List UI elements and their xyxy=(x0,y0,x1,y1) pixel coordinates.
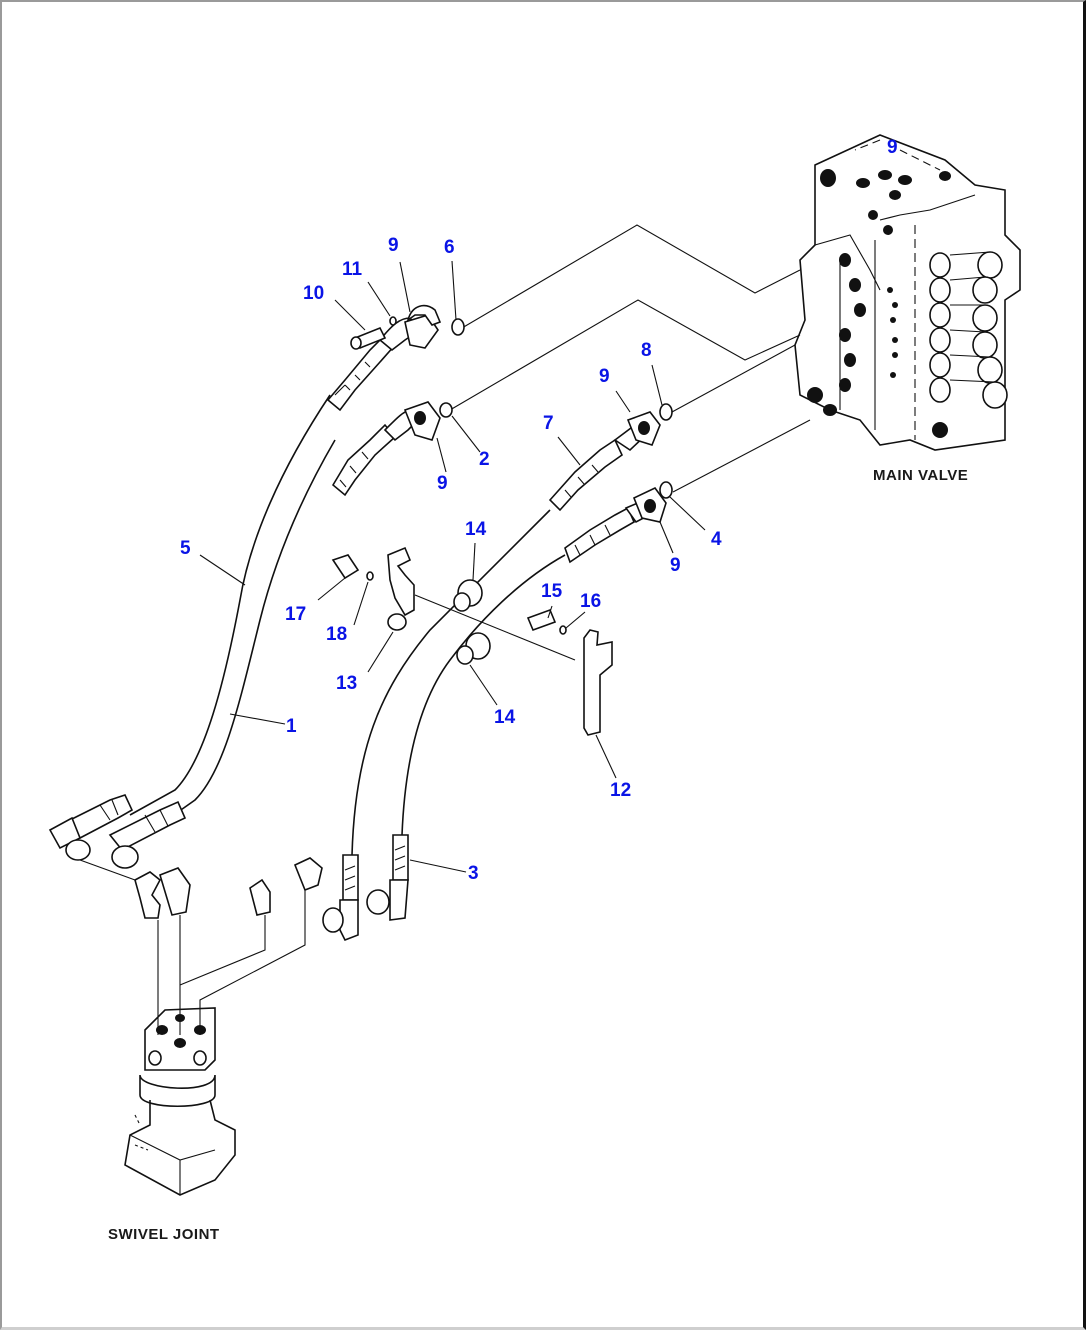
hose-1 xyxy=(331,401,441,497)
swivel-fittings xyxy=(79,857,323,1035)
callout-18: 18 xyxy=(326,624,348,645)
callout-9-valve: 9 xyxy=(887,137,898,158)
main-valve-drawing xyxy=(794,134,1021,451)
callout-2: 2 xyxy=(479,449,490,470)
connection-line-4 xyxy=(672,419,811,493)
callout-12: 12 xyxy=(610,780,632,801)
hose-5 xyxy=(129,314,439,816)
callout-1: 1 xyxy=(286,716,297,737)
connection-line-8 xyxy=(671,344,796,413)
connection-line-2 xyxy=(449,299,801,411)
clamp-parts xyxy=(331,546,613,736)
main-valve-label: MAIN VALVE xyxy=(873,467,969,484)
callout-6: 6 xyxy=(444,237,455,258)
flange-parts-top xyxy=(350,304,673,499)
callout-10: 10 xyxy=(303,283,325,304)
callout-11: 11 xyxy=(342,259,363,280)
callout-13: 13 xyxy=(336,673,358,694)
callout-5: 5 xyxy=(180,538,191,559)
callout-16: 16 xyxy=(580,591,602,612)
hose-7 xyxy=(351,411,661,856)
connection-line-6 xyxy=(461,224,801,329)
hose-3 xyxy=(322,486,667,942)
callout-7: 7 xyxy=(543,413,554,434)
callout-14-upper: 14 xyxy=(465,519,487,540)
callout-14-lower: 14 xyxy=(494,707,516,728)
callout-9-hose7: 9 xyxy=(599,366,610,387)
hose-elbows-left xyxy=(48,794,187,869)
callout-9-hose3: 9 xyxy=(670,555,681,576)
callout-9-hose1: 9 xyxy=(437,473,448,494)
callout-8: 8 xyxy=(641,340,652,361)
swivel-joint-drawing xyxy=(124,1007,236,1196)
callout-4: 4 xyxy=(711,529,722,550)
callout-17: 17 xyxy=(285,604,307,625)
callout-3: 3 xyxy=(468,863,479,884)
callout-15: 15 xyxy=(541,581,563,602)
callout-9-flange-top: 9 xyxy=(388,235,399,256)
swivel-joint-label: SWIVEL JOINT xyxy=(108,1226,220,1243)
